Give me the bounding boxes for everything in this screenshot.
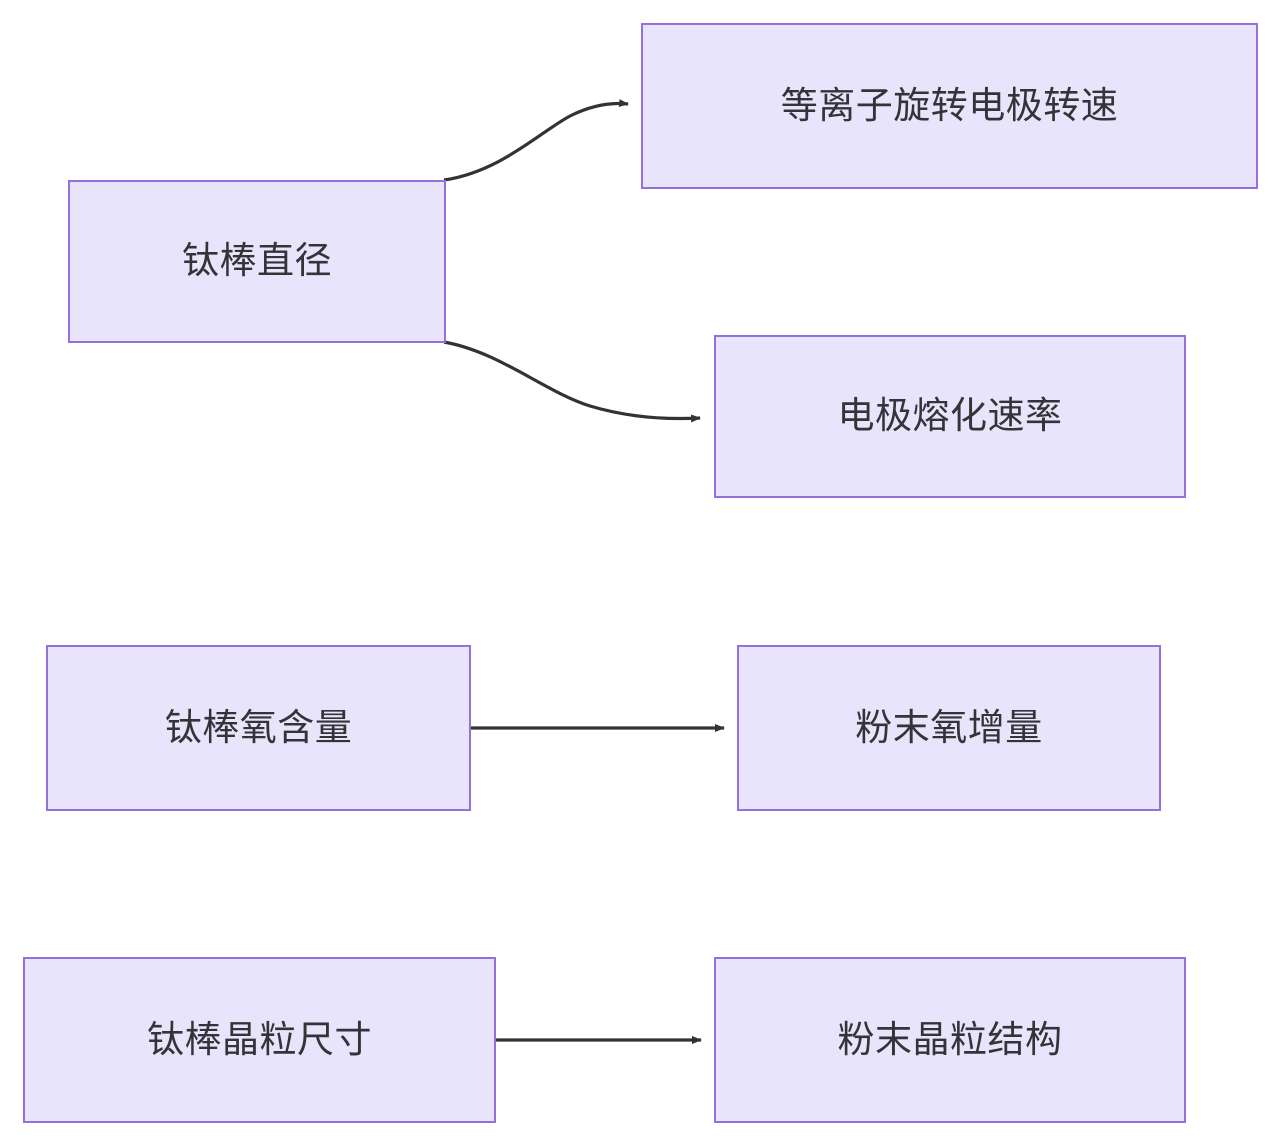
node-ti-rod-diameter[interactable]: 钛棒直径 (68, 180, 446, 343)
node-electrode-melt-rate[interactable]: 电极熔化速率 (714, 335, 1186, 498)
node-ti-rod-grain-size[interactable]: 钛棒晶粒尺寸 (23, 957, 496, 1123)
node-label: 钛棒氧含量 (164, 706, 353, 748)
node-label: 粉末晶粒结构 (837, 1018, 1063, 1060)
node-label: 钛棒晶粒尺寸 (147, 1018, 372, 1060)
edge-diameter-to-melt-rate (443, 340, 701, 423)
node-powder-oxygen-gain[interactable]: 粉末氧增量 (737, 645, 1161, 811)
node-plasma-electrode-rpm[interactable]: 等离子旋转电极转速 (641, 23, 1258, 189)
edge-diameter-to-rpm (443, 99, 629, 182)
node-label: 等离子旋转电极转速 (780, 84, 1119, 126)
node-label: 电极熔化速率 (837, 395, 1063, 437)
node-label: 钛棒直径 (182, 240, 332, 282)
node-powder-grain-struct[interactable]: 粉末晶粒结构 (714, 957, 1186, 1123)
node-label: 粉末氧增量 (855, 706, 1043, 748)
node-ti-rod-oxygen[interactable]: 钛棒氧含量 (46, 645, 471, 811)
